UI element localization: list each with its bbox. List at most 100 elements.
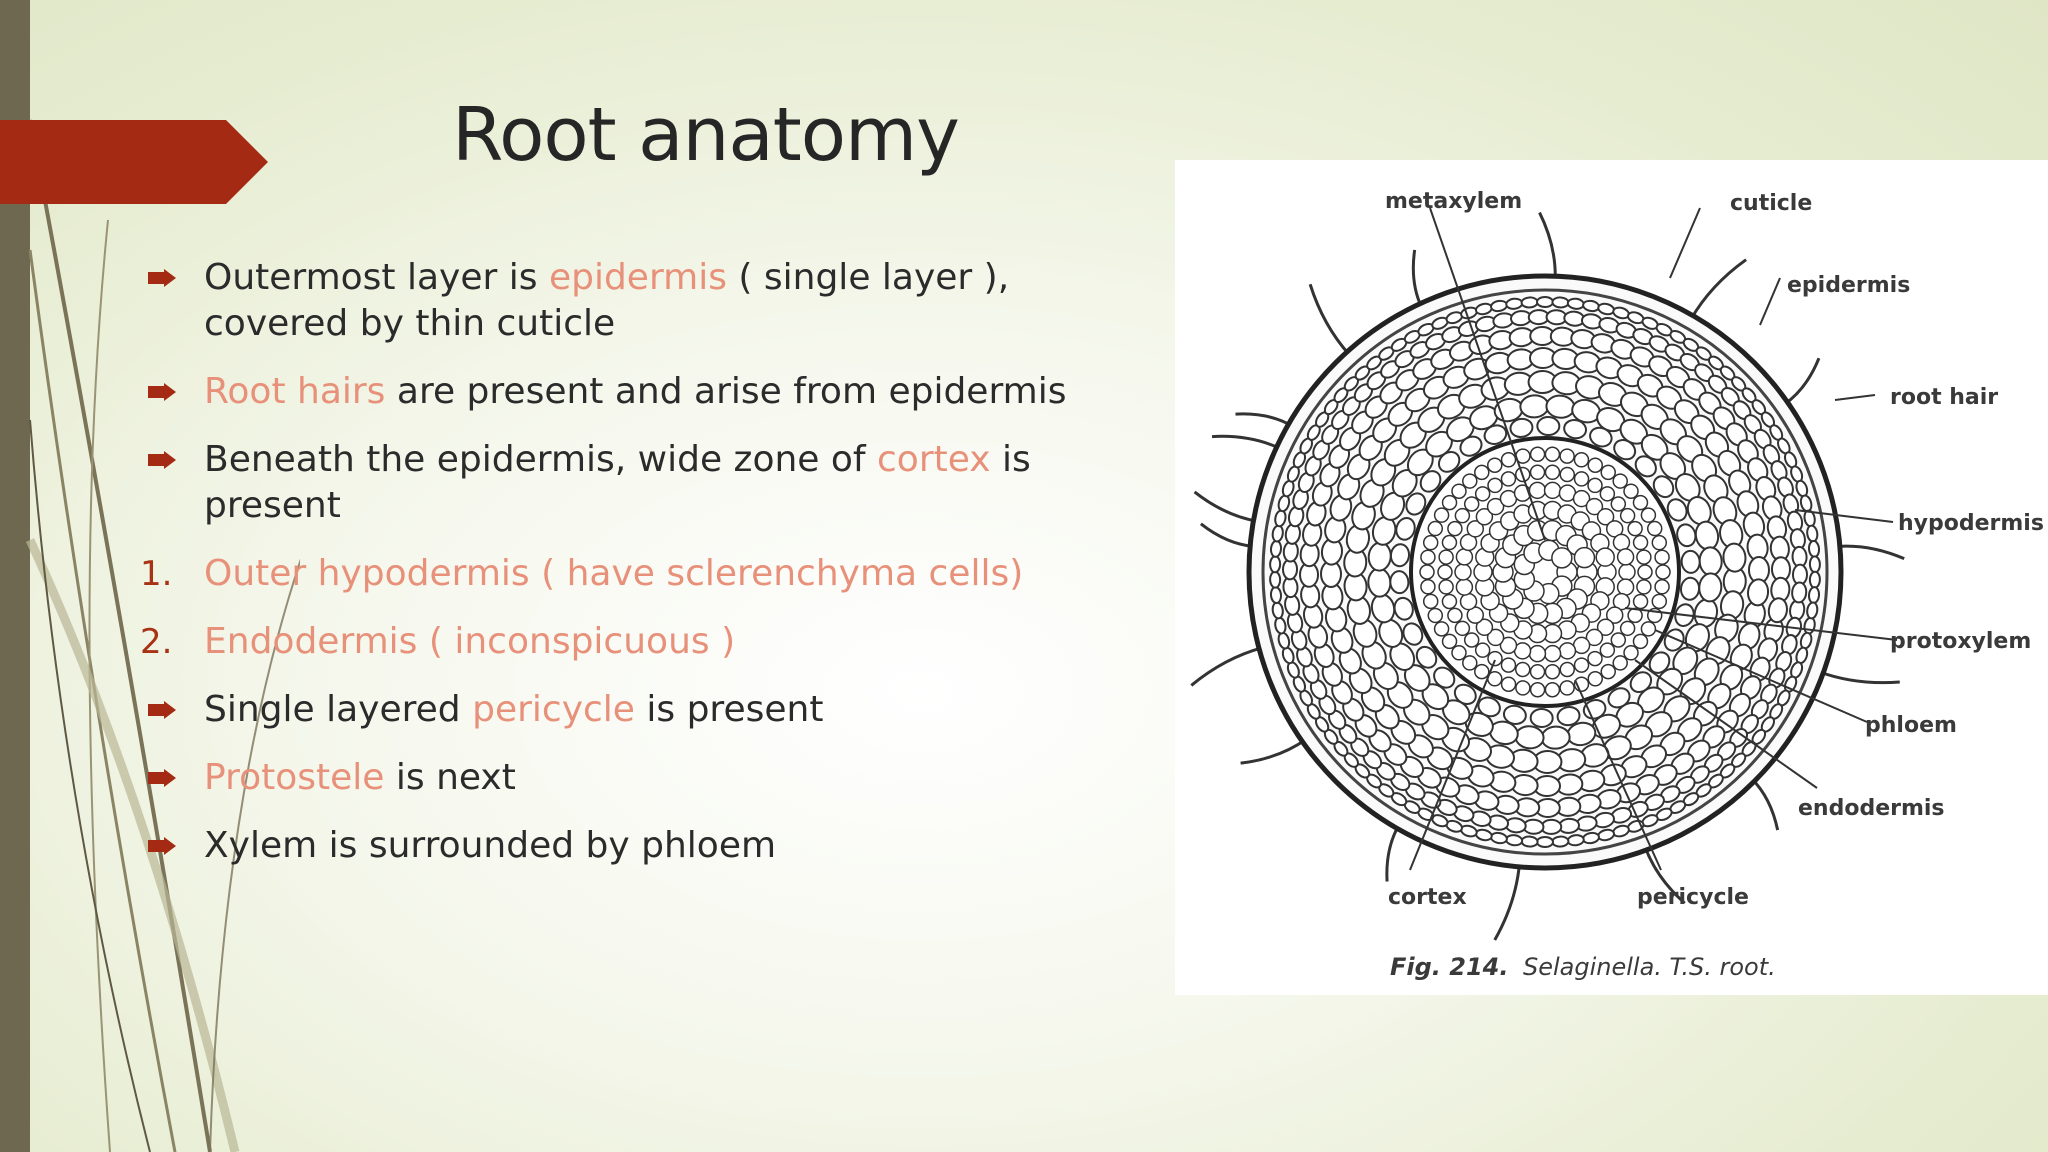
stele-cell [1438, 549, 1454, 565]
cortex-cell [1613, 439, 1637, 461]
stele-cell [1587, 671, 1603, 687]
root-hair [1190, 646, 1264, 687]
cortex-cell [1536, 416, 1561, 437]
bullet-text: Protostele is next [204, 757, 516, 798]
stele-cell [1420, 549, 1436, 565]
bullet-text-segment: Xylem is surrounded by phloem [204, 825, 777, 866]
cortex-cell [1483, 424, 1508, 445]
label-cortex: cortex [1388, 885, 1467, 910]
stele-cell [1599, 486, 1616, 502]
bullet-text-segment: Beneath the epidermis, wide zone of [204, 439, 878, 480]
stele-cell [1600, 663, 1616, 680]
stele-cell [1654, 549, 1670, 565]
highlighted-term: Outer hypodermis ( have sclerenchyma cel… [204, 553, 1024, 594]
stele-cell [1636, 579, 1652, 595]
stele-cell [1596, 618, 1615, 636]
stele-cell [1573, 546, 1596, 569]
stele-cell [1529, 464, 1546, 481]
stele-cell [1616, 548, 1635, 566]
root-hair [1493, 862, 1522, 941]
root-hair [1193, 490, 1258, 523]
cortex-cell [1698, 546, 1723, 577]
stele-cell [1441, 494, 1458, 511]
stele-cell [1528, 481, 1547, 500]
stele-cell [1437, 564, 1453, 580]
stele-cell [1612, 533, 1631, 552]
cortex-cell [1505, 297, 1524, 310]
stele-cell [1475, 618, 1494, 636]
stele-cell [1619, 507, 1636, 524]
cortex-cell [1629, 671, 1653, 694]
stele-cell [1422, 534, 1439, 551]
cortex-cell [1806, 601, 1819, 620]
stele-cell [1529, 682, 1546, 698]
stele-cell [1595, 547, 1615, 567]
stele-cell [1573, 471, 1590, 487]
bullet-item: Xylem is surrounded by phloem [140, 823, 1140, 869]
stele-cell [1640, 507, 1657, 523]
root-hair [1235, 412, 1293, 428]
bullet-text-segment: is present [634, 689, 824, 730]
epidermis-ring [1261, 288, 1829, 856]
stele-cell [1596, 508, 1615, 526]
stele-cell [1654, 579, 1670, 595]
stele-cell [1454, 507, 1471, 524]
cortex-cell [1269, 586, 1283, 605]
stele-cell [1438, 579, 1454, 595]
stele-cell [1454, 563, 1472, 581]
stele-cell [1499, 636, 1518, 655]
stele-cell [1623, 645, 1639, 661]
label-pericycle: pericycle [1637, 885, 1749, 910]
list-number: 2. [140, 622, 173, 662]
root-hair [1211, 434, 1281, 450]
stele-cell [1551, 547, 1573, 569]
stele-cell [1441, 534, 1458, 551]
stele-cell [1433, 621, 1450, 637]
stele-cell [1515, 680, 1531, 696]
stele-cell [1486, 628, 1505, 647]
root-hair [1199, 522, 1255, 549]
stele-cell [1559, 661, 1576, 678]
cortex-cell [1389, 543, 1410, 568]
label-metaxylem: metaxylem [1385, 189, 1522, 214]
bullet-text: Endodermis ( inconspicuous ) [204, 621, 735, 662]
stele-cell [1632, 534, 1649, 551]
highlighted-term: Protostele [204, 757, 385, 798]
stele-cell [1637, 564, 1653, 580]
stele-cell [1487, 457, 1503, 473]
stele-cell [1500, 657, 1517, 673]
stele-cell [1544, 663, 1561, 680]
label-phloem: phloem [1865, 713, 1957, 738]
stele-cell [1543, 644, 1562, 663]
stele-cell [1427, 607, 1444, 624]
figure-number: Fig. 214. [1390, 953, 1509, 981]
stele-cell [1623, 483, 1639, 499]
stele-cell [1605, 606, 1624, 624]
highlighted-term: pericycle [472, 689, 635, 730]
cortex-cell [1563, 419, 1588, 440]
stele-cell [1559, 680, 1575, 696]
cortex-cell [1269, 555, 1282, 574]
stele-cell [1632, 633, 1649, 650]
stele-cell [1427, 520, 1444, 537]
root-hair [1308, 283, 1351, 357]
stele-cell [1610, 632, 1627, 648]
cortex-cell [1767, 597, 1788, 624]
bullet-text-segment: Single layered [204, 689, 473, 730]
stele-cell [1463, 496, 1480, 512]
stele-cell [1474, 486, 1491, 502]
stele-cell [1559, 448, 1575, 464]
root-hair [1538, 211, 1557, 281]
bullet-text-segment: are present and arise from epidermis [385, 371, 1067, 412]
stele-cell [1587, 477, 1603, 494]
stele-cell [1419, 564, 1435, 580]
highlighted-term: cortex [877, 439, 991, 480]
label-hypodermis: hypodermis [1898, 511, 2044, 536]
cortex-cell [1808, 555, 1821, 574]
stele-cell [1544, 446, 1561, 462]
bullet-text: Root hairs are present and arise from ep… [204, 371, 1066, 412]
decorative-curves [25, 119, 300, 1152]
label-root-hair: root hair [1890, 385, 1998, 410]
stele-cell [1455, 548, 1474, 566]
cortex-cell [1519, 394, 1550, 419]
